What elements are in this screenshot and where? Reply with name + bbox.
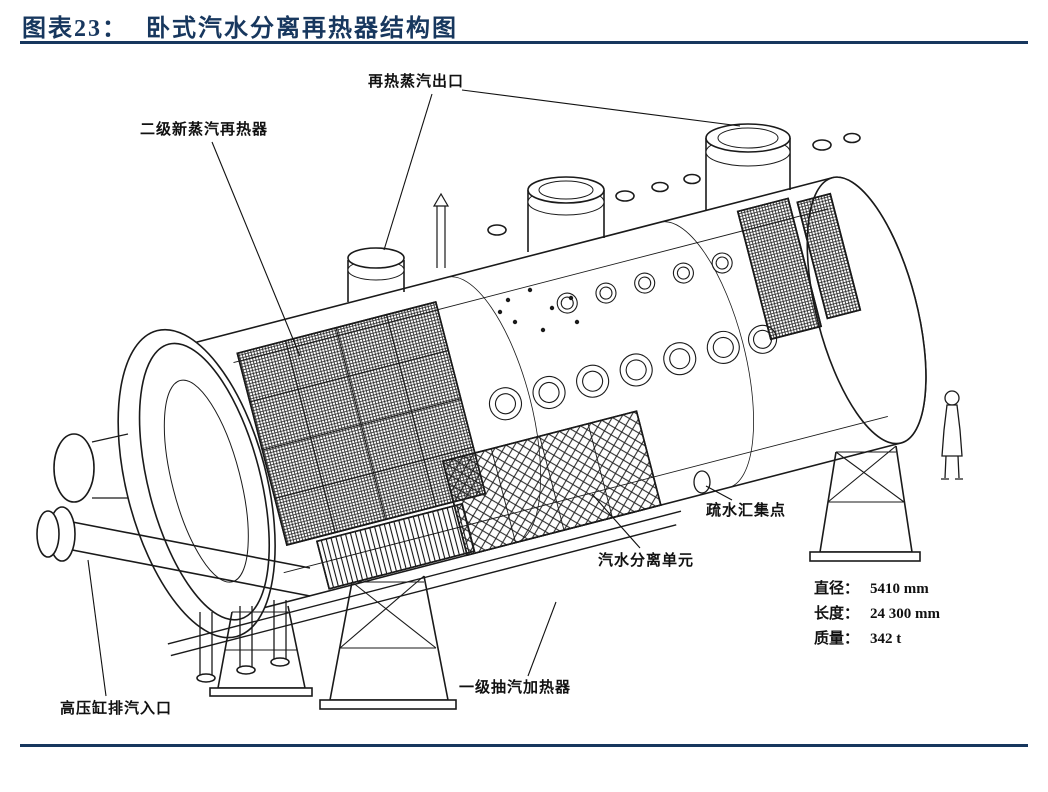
spec-label-length: 长度：: [814, 606, 860, 622]
shell-rivets: [497, 287, 580, 333]
spec-row-length: 长度： 24 300 mm: [814, 602, 940, 627]
hp-exhaust-piping: [36, 433, 311, 683]
vessel-shell: [117, 176, 927, 657]
top-divider: [20, 41, 1028, 44]
figure-title: 图表23： 卧式汽水分离再热器结构图: [22, 8, 458, 43]
figure-name: 卧式汽水分离再热器结构图: [146, 16, 458, 42]
callout-hp-exhaust-inlet: 高压缸排汽入口: [60, 700, 173, 717]
callout-first-stage-extraction-heater: 一级抽汽加热器: [459, 679, 572, 696]
spec-row-mass: 质量： 342 t: [814, 627, 940, 652]
callout-reheat-steam-outlet: 再热蒸汽出口: [368, 73, 465, 90]
steam-inlet-nozzle: [347, 260, 405, 302]
spec-value-length: 24 300 mm: [870, 606, 940, 622]
figure-number: 图表23：: [22, 16, 128, 42]
spec-value-diameter: 5410 mm: [870, 581, 929, 597]
reheat-outlet-port-1: [527, 176, 605, 252]
manway-ports: [488, 252, 778, 421]
spec-label-mass: 质量：: [814, 631, 860, 647]
spec-row-diameter: 直径： 5410 mm: [814, 577, 940, 602]
callout-drain-collection-point: 疏水汇集点: [706, 502, 787, 519]
right-end-bundles: [736, 192, 862, 341]
spec-table: 直径： 5410 mm 长度： 24 300 mm 质量： 342 t: [814, 577, 940, 652]
separator-lattice: [441, 410, 662, 557]
leader-lines: [87, 89, 741, 697]
second-stage-reheater-bundle: [236, 300, 487, 546]
instrument-stem: [432, 192, 450, 268]
reheat-outlet-port-2: [705, 123, 791, 210]
bottom-divider: [20, 744, 1028, 747]
support-frames: [209, 445, 921, 710]
scale-person-figure: [941, 390, 963, 480]
spec-label-diameter: 直径：: [814, 581, 860, 597]
callout-second-stage-reheater: 二级新蒸汽再热器: [140, 121, 269, 138]
top-nozzles: [347, 123, 861, 302]
callout-steam-water-separator-unit: 汽水分离单元: [598, 552, 695, 569]
spec-value-mass: 342 t: [870, 631, 902, 647]
drain-pot: [693, 470, 711, 494]
